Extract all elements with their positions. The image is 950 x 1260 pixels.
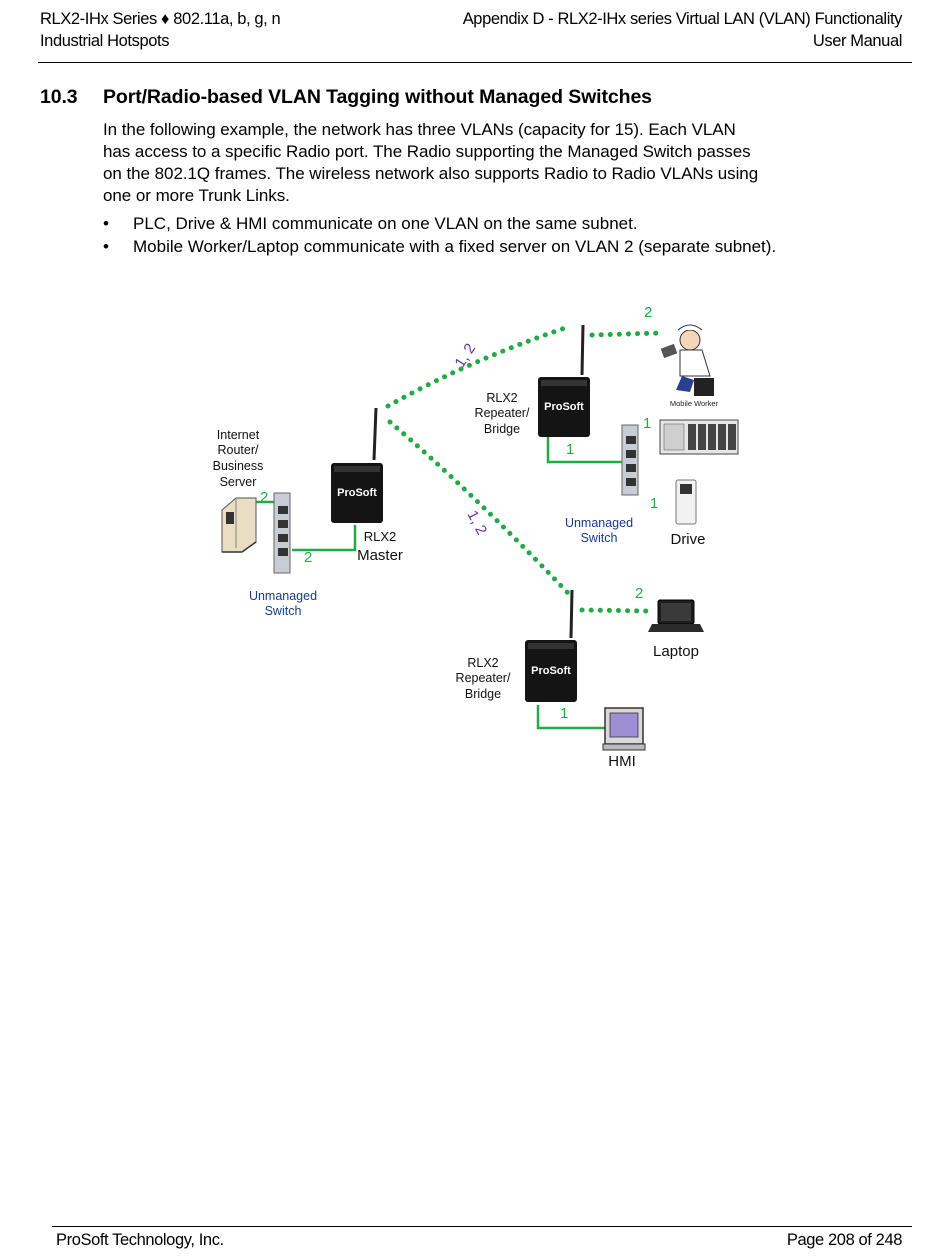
vlan-label-laptop: 2	[635, 585, 643, 602]
wireless-link-top-repeater-to-worker	[589, 330, 663, 338]
wireless-link-master-to-top-repeater	[385, 324, 571, 409]
vlan-label-hmi: 1	[560, 705, 568, 722]
vlan-label-drive: 1	[650, 495, 658, 512]
wireless-links	[385, 324, 663, 614]
vlan-label-master-port: 2	[304, 549, 312, 566]
section-title: Port/Radio-based VLAN Tagging without Ma…	[103, 86, 652, 108]
section-heading: 10.3 Port/Radio-based VLAN Tagging withou…	[40, 86, 652, 109]
vlan-label-plc: 1	[643, 415, 651, 432]
top-repeater-label: RLX2 Repeater/ Bridge	[475, 391, 530, 436]
mobile-worker-icon: Mobile Worker	[660, 324, 719, 408]
svg-text:Repeater/: Repeater/	[475, 406, 530, 420]
wired-link-switch-to-master	[292, 525, 357, 552]
hmi-icon	[602, 707, 646, 751]
bottom-repeater-brand: ProSoft	[531, 665, 571, 677]
svg-text:Repeater/: Repeater/	[456, 671, 511, 685]
server-label: Internet Router/ Business Server	[213, 428, 264, 489]
svg-text:RLX2: RLX2	[364, 529, 397, 544]
bullet-text: PLC, Drive & HMI communicate on one VLAN…	[133, 214, 638, 233]
wired-link-top-repeater-to-switch	[546, 437, 622, 464]
mobile-worker-label: Mobile Worker	[670, 399, 719, 408]
header-left: RLX2-IHx Series ♦ 802.11a, b, g, n Indus…	[40, 8, 281, 52]
page-header: RLX2-IHx Series ♦ 802.11a, b, g, n Indus…	[40, 8, 902, 62]
master-radio-label: RLX2 Master	[357, 529, 403, 564]
body-line: In the following example, the network ha…	[103, 120, 736, 139]
bullet-item: • Mobile Worker/Laptop communicate with a…	[103, 236, 863, 258]
master-radio-brand: ProSoft	[337, 487, 377, 499]
section-number: 10.3	[40, 86, 78, 108]
server-icon	[221, 497, 257, 553]
drive-icon	[675, 479, 697, 525]
header-product-subtitle: Industrial Hotspots	[40, 32, 170, 50]
header-doc-type: User Manual	[812, 32, 903, 50]
top-repeater-icon: ProSoft	[538, 324, 590, 437]
hmi-label: HMI	[608, 753, 636, 770]
laptop-label: Laptop	[653, 643, 699, 660]
svg-text:RLX2: RLX2	[467, 656, 498, 670]
footer-company: ProSoft Technology, Inc.	[56, 1231, 224, 1249]
svg-text:Switch: Switch	[581, 531, 618, 545]
svg-text:Unmanaged: Unmanaged	[249, 589, 317, 603]
drive-label: Drive	[670, 531, 705, 548]
svg-text:RLX2: RLX2	[486, 391, 517, 405]
wired-link-bottom-repeater-to-hmi	[536, 705, 605, 730]
vlan-label-server: 2	[260, 489, 268, 506]
footer-rule	[52, 1226, 912, 1227]
trunk-label-bottom: 1, 2	[463, 508, 490, 538]
wireless-link-bottom-repeater-to-laptop	[579, 607, 651, 614]
trunk-label-top: 1, 2	[452, 340, 480, 370]
header-product-line: RLX2-IHx Series ♦ 802.11a, b, g, n	[40, 10, 281, 28]
laptop-icon	[648, 599, 704, 632]
body-line: one or more Trunk Links.	[103, 186, 290, 205]
vlan-label-top-repeater: 1	[566, 441, 574, 458]
vlan-network-diagram: 1, 2 1, 2 2 2 2 1 1 1 2 1 Internet Route…	[213, 304, 739, 770]
bullet-text: Mobile Worker/Laptop communicate with a …	[133, 237, 777, 256]
body-line: has access to a specific Radio port. The…	[103, 142, 751, 161]
svg-text:Bridge: Bridge	[465, 687, 501, 701]
svg-text:Business: Business	[213, 459, 264, 473]
link-labels: 1, 2 1, 2 2 2 2 1 1 1 2 1	[260, 304, 658, 722]
svg-text:Server: Server	[220, 475, 257, 489]
vlan-label-worker: 2	[644, 304, 652, 321]
switch-left-icon	[273, 492, 291, 574]
svg-text:Master: Master	[357, 547, 403, 564]
switch-left-label: Unmanaged Switch	[249, 589, 317, 618]
switch-right-icon	[621, 424, 639, 496]
header-rule	[38, 62, 912, 63]
body-paragraph: In the following example, the network ha…	[103, 119, 863, 207]
top-repeater-brand: ProSoft	[544, 401, 584, 413]
svg-text:Unmanaged: Unmanaged	[565, 516, 633, 530]
header-right: Appendix D - RLX2-IHx series Virtual LAN…	[462, 8, 903, 52]
svg-text:Router/: Router/	[218, 443, 260, 457]
bullet-item: • PLC, Drive & HMI communicate on one VLA…	[103, 213, 863, 235]
footer-page-number: Page 208 of 248	[786, 1231, 903, 1249]
svg-text:Bridge: Bridge	[484, 422, 520, 436]
bullet-list: • PLC, Drive & HMI communicate on one VLA…	[103, 213, 863, 259]
plc-icon	[659, 419, 739, 455]
switch-right-label: Unmanaged Switch	[565, 516, 633, 545]
wireless-link-master-to-bottom-repeater	[387, 419, 571, 596]
svg-text:Switch: Switch	[265, 604, 302, 618]
wired-links	[255, 437, 622, 730]
bottom-repeater-label: RLX2 Repeater/ Bridge	[456, 656, 511, 701]
bottom-repeater-icon: ProSoft	[525, 589, 577, 702]
bullet-symbol: •	[103, 237, 109, 256]
master-radio-icon: ProSoft	[331, 407, 383, 523]
svg-text:Internet: Internet	[217, 428, 260, 442]
header-chapter: Appendix D - RLX2-IHx series Virtual LAN…	[462, 10, 903, 28]
bullet-symbol: •	[103, 214, 109, 233]
body-line: on the 802.1Q frames. The wireless netwo…	[103, 164, 759, 183]
